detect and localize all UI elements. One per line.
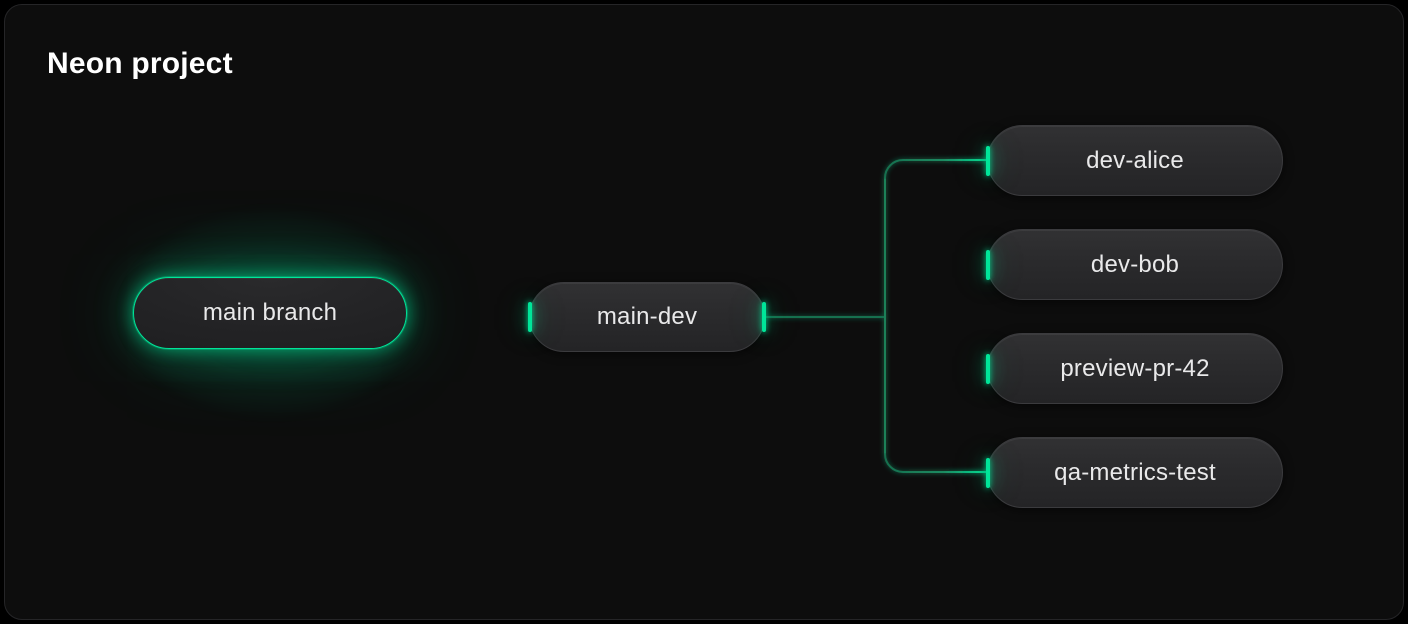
connector-nub-left-icon [986, 353, 990, 384]
node-qa-metrics-test[interactable]: qa-metrics-test [986, 437, 1283, 508]
connector-nub-left-icon [986, 145, 990, 176]
connector-nub-right-icon [762, 302, 766, 332]
page-title: Neon project [47, 47, 233, 80]
connector-nub-left-icon [986, 457, 990, 488]
node-label: main-dev [596, 303, 698, 330]
node-main-branch[interactable]: main branch [133, 277, 407, 349]
node-preview-pr-42[interactable]: preview-pr-42 [986, 333, 1283, 404]
node-label: preview-pr-42 [1060, 354, 1210, 382]
node-label: main branch [202, 299, 338, 326]
node-label: dev-bob [1090, 250, 1180, 278]
node-dev-bob[interactable]: dev-bob [986, 229, 1283, 300]
node-dev-alice[interactable]: dev-alice [986, 125, 1283, 196]
wire-branch-1 [884, 159, 992, 179]
node-label: dev-alice [1086, 146, 1184, 174]
wire-branch-4 [884, 453, 992, 473]
node-main-dev[interactable]: main-dev [528, 282, 766, 352]
project-card: Neon project [4, 4, 1404, 620]
node-label: qa-metrics-test [1054, 458, 1216, 486]
connector-nub-left-icon [986, 249, 990, 280]
connector-nub-left-icon [528, 302, 532, 332]
